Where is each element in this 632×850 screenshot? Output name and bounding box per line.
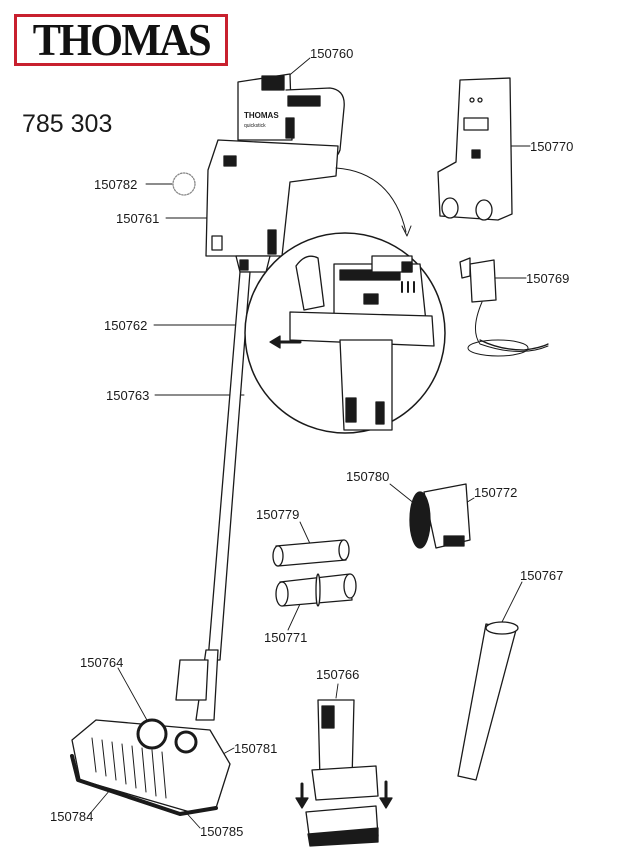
detail-inset — [244, 232, 446, 434]
handheld-unit: THOMAS quickstick — [205, 73, 345, 273]
label-150780: 150780 — [346, 469, 390, 484]
adapter-sleeves — [272, 539, 357, 607]
device-brand-label: THOMAS — [244, 111, 279, 120]
floor-nozzle — [70, 718, 231, 816]
label-150784: 150784 — [50, 809, 94, 824]
label-150785: 150785 — [200, 824, 244, 839]
label-150766: 150766 — [316, 667, 360, 682]
label-150760: 150760 — [310, 46, 354, 61]
label-150761: 150761 — [116, 211, 160, 226]
label-150781: 150781 — [234, 741, 278, 756]
label-150771: 150771 — [264, 630, 308, 645]
label-150782: 150782 — [94, 177, 138, 192]
wall-bracket — [437, 77, 513, 221]
charger-adapter — [459, 257, 549, 357]
label-150770: 150770 — [530, 139, 574, 154]
model-number: 785 303 — [22, 110, 113, 138]
label-150764: 150764 — [80, 655, 124, 670]
crevice-tool — [457, 621, 519, 781]
label-150762: 150762 — [104, 318, 148, 333]
label-150767: 150767 — [520, 568, 564, 583]
device-model-label: quickstick — [244, 123, 266, 129]
logo-text: THOMAS — [32, 14, 211, 65]
detail-arrow — [335, 167, 407, 233]
extension-tube — [175, 271, 251, 721]
upholstery-nozzle — [295, 699, 393, 847]
label-150763: 150763 — [106, 388, 150, 403]
filter-sponge — [172, 172, 196, 196]
thomas-logo: THOMAS — [14, 14, 228, 66]
dust-brush — [409, 483, 471, 549]
label-150769: 150769 — [526, 271, 570, 286]
label-150772: 150772 — [474, 485, 518, 500]
label-150779: 150779 — [256, 507, 300, 522]
